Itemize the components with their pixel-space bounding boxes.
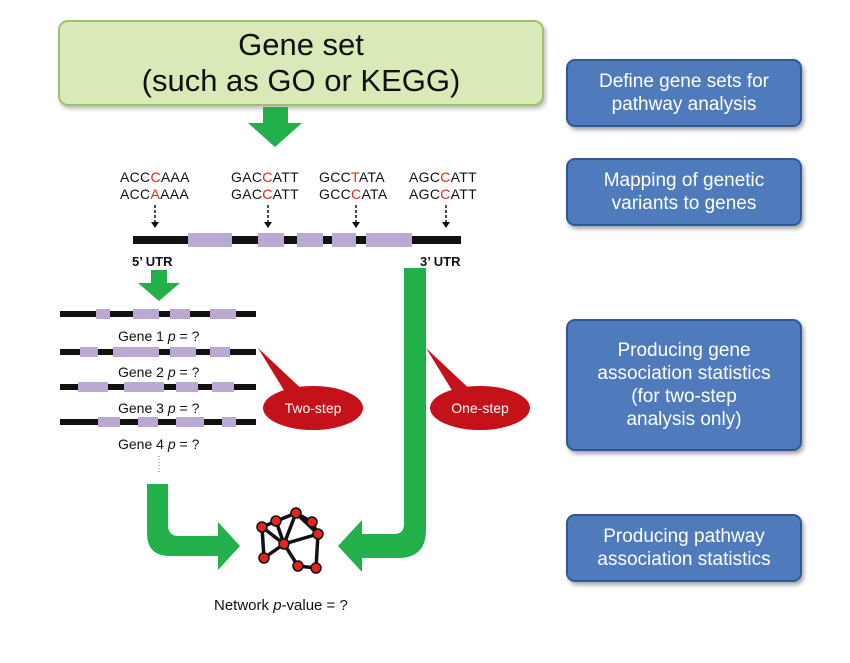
- step-pathway-line-1: Producing pathway: [603, 526, 765, 547]
- one-step-callout: One-step: [451, 400, 509, 416]
- down-arrow-genes: [138, 270, 180, 301]
- network-node: [306, 516, 318, 528]
- step-mapping-line-2: variants to genes: [611, 193, 757, 214]
- network-node: [258, 552, 270, 564]
- network-node: [312, 528, 324, 540]
- network-node: [292, 560, 304, 572]
- gene-4-label: Gene 4 p = ?: [118, 436, 200, 452]
- one-step-arrow: [338, 268, 426, 572]
- network-node: [290, 507, 302, 519]
- five-prime-utr-label: 5’ UTR: [132, 254, 173, 269]
- step-gene-line-4: analysis only): [626, 409, 742, 430]
- step-pathway-association: Producing pathway association statistics: [566, 514, 802, 582]
- network-graph: [256, 507, 324, 574]
- network-node: [310, 562, 322, 574]
- two-step-callout-shape: [258, 348, 363, 430]
- gene-1-label: Gene 1 p = ?: [118, 328, 200, 344]
- step-mapping-line-1: Mapping of genetic: [603, 170, 765, 191]
- network-p-value-label: Network p-value = ?: [214, 597, 348, 614]
- step-define-line-2: pathway analysis: [611, 94, 757, 115]
- down-arrow-main: [248, 107, 302, 147]
- network-node: [278, 538, 290, 550]
- gene-2-label: Gene 2 p = ?: [118, 364, 200, 380]
- two-step-callout: Two-step: [284, 400, 342, 416]
- gene-bars: [60, 309, 256, 427]
- one-step-callout-shape: [426, 348, 530, 430]
- step-gene-association: Producing gene association statistics (f…: [566, 319, 802, 451]
- step-gene-line-2: association statistics: [597, 363, 771, 384]
- step-gene-line-3: (for two-step: [631, 386, 737, 407]
- step-gene-line-1: Producing gene: [617, 340, 751, 361]
- step-define-line-1: Define gene sets for: [598, 71, 770, 92]
- gene-set-title: Gene set: [238, 27, 364, 62]
- sequence-4: AGCCATT AGCCATT: [409, 169, 477, 202]
- three-prime-utr-label: 3’ UTR: [420, 254, 461, 269]
- gene-3-label: Gene 3 p = ?: [118, 400, 200, 416]
- sequence-1: ACCCAAA ACCAAAA: [120, 169, 190, 202]
- gene-set-subtitle: (such as GO or KEGG): [141, 63, 461, 98]
- step-pathway-line-2: association statistics: [597, 549, 771, 570]
- sequence-2: GACCATT GACCATT: [231, 169, 299, 202]
- two-step-arrow: [147, 484, 240, 570]
- gene-set-box: Gene set (such as GO or KEGG): [58, 20, 544, 106]
- network-node: [256, 521, 268, 533]
- step-define-gene-sets: Define gene sets for pathway analysis: [566, 59, 802, 127]
- network-node: [270, 515, 282, 527]
- sequence-3: GCCTATA GCCCATA: [319, 169, 388, 202]
- step-mapping-variants: Mapping of genetic variants to genes: [566, 158, 802, 226]
- gene-exons: [188, 233, 412, 247]
